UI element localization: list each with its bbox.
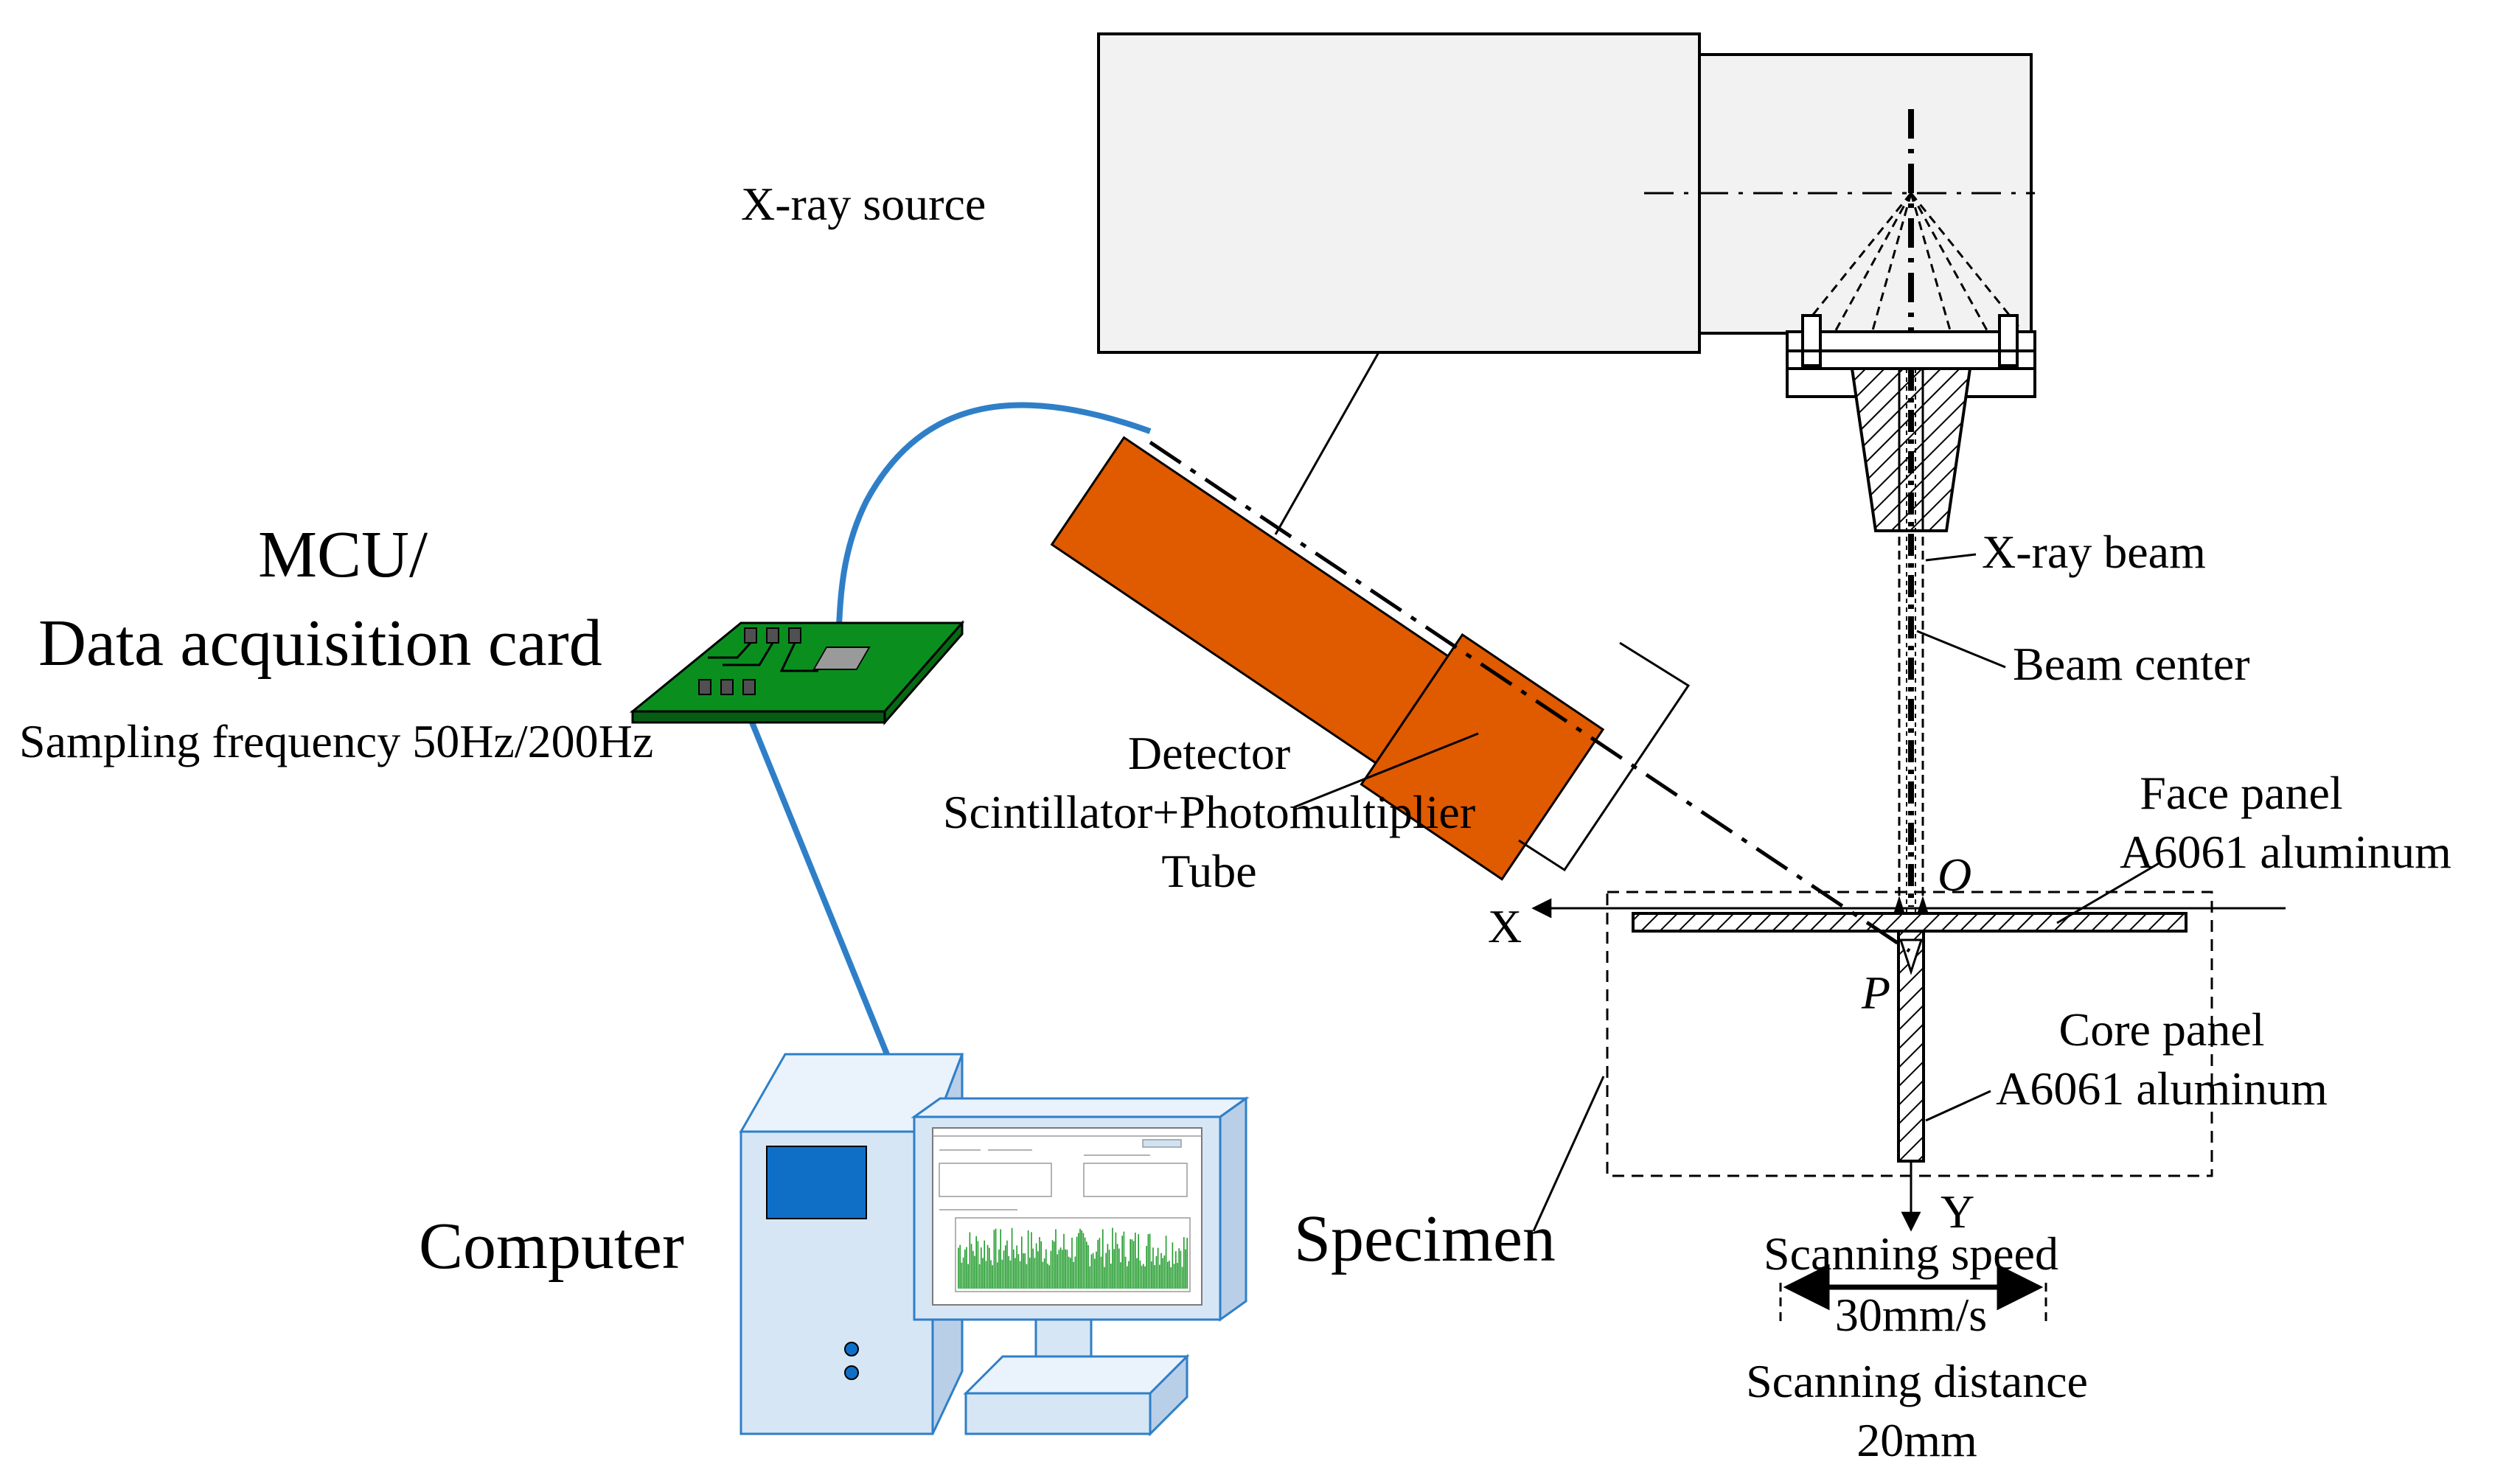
point-p-label: P <box>1861 966 1890 1019</box>
detector-label: Detector <box>1128 727 1290 779</box>
point-o-label: O <box>1938 849 1971 901</box>
scanning-speed-value: 30mm/s <box>1835 1289 1987 1341</box>
scanning-distance-indicator <box>1779 1264 2047 1327</box>
tower-display-panel <box>766 1146 867 1219</box>
xray-source-housing-left <box>1097 32 1701 354</box>
detector-head <box>1360 633 1605 881</box>
xray-beam-leader <box>1925 553 1977 562</box>
core-panel <box>1897 930 1925 1163</box>
cable-daq-to-computer <box>748 717 891 1059</box>
mcu-label: MCU/ <box>258 518 428 591</box>
detector <box>1050 352 1911 953</box>
xray-beam-label: X-ray beam <box>1982 526 2206 578</box>
specimen-boundary <box>1606 891 2213 1177</box>
computer-label: Computer <box>419 1210 684 1283</box>
xray-source <box>1097 32 2036 532</box>
detection-axis <box>1149 440 1911 953</box>
face-material-label: A6061 aluminum <box>2120 826 2451 878</box>
face-panel-label: Face panel <box>2140 767 2342 819</box>
scanning-speed-label: Scanning speed <box>1764 1227 2058 1280</box>
point-p-marker <box>1898 938 1924 975</box>
beam-cone <box>1799 192 2023 331</box>
scanning-distance-value: 20mm <box>1856 1414 1977 1466</box>
monitor-software-ui <box>933 1135 1202 1292</box>
source-to-detector-leader <box>1274 352 1380 535</box>
specimen <box>1531 861 2286 1232</box>
beam-center-leader <box>1916 630 2006 669</box>
detector-aperture <box>1518 641 1691 872</box>
face-panel <box>1632 912 2187 933</box>
daq-label: Data acquisition card <box>38 607 602 680</box>
xray-source-label: X-ray source <box>741 178 986 230</box>
y-axis-label: Y <box>1941 1185 1974 1238</box>
tower-button-1 <box>844 1342 859 1356</box>
core-panel-leader <box>1925 1090 1991 1122</box>
beam-center-label: Beam center <box>2013 638 2250 690</box>
x-axis-label: X <box>1488 900 1522 952</box>
detector-tube-label: Tube <box>1161 845 1256 897</box>
cable-detector-to-daq <box>836 402 1152 627</box>
detector-sub-label: Scintillator+Photomultiplier <box>943 786 1475 838</box>
daq-main-chip <box>812 647 871 670</box>
detector-leader <box>1293 732 1479 809</box>
daq-board <box>629 620 965 725</box>
core-panel-label: Core panel <box>2059 1003 2265 1056</box>
xray-beam <box>1893 369 1929 914</box>
computer <box>739 1053 1250 1437</box>
specimen-leader <box>1532 1076 1605 1232</box>
monitor-plot-bars <box>958 1227 1188 1289</box>
scanning-distance-label: Scanning distance <box>1746 1355 2088 1407</box>
sampling-frequency-label: Sampling frequency 50Hz/200Hz <box>19 715 653 767</box>
tower-button-2 <box>844 1365 859 1380</box>
core-material-label: A6061 aluminum <box>1996 1062 2328 1115</box>
face-panel-leader <box>2056 861 2161 924</box>
specimen-label: Specimen <box>1294 1202 1556 1275</box>
daq-chip-pins <box>698 627 801 695</box>
